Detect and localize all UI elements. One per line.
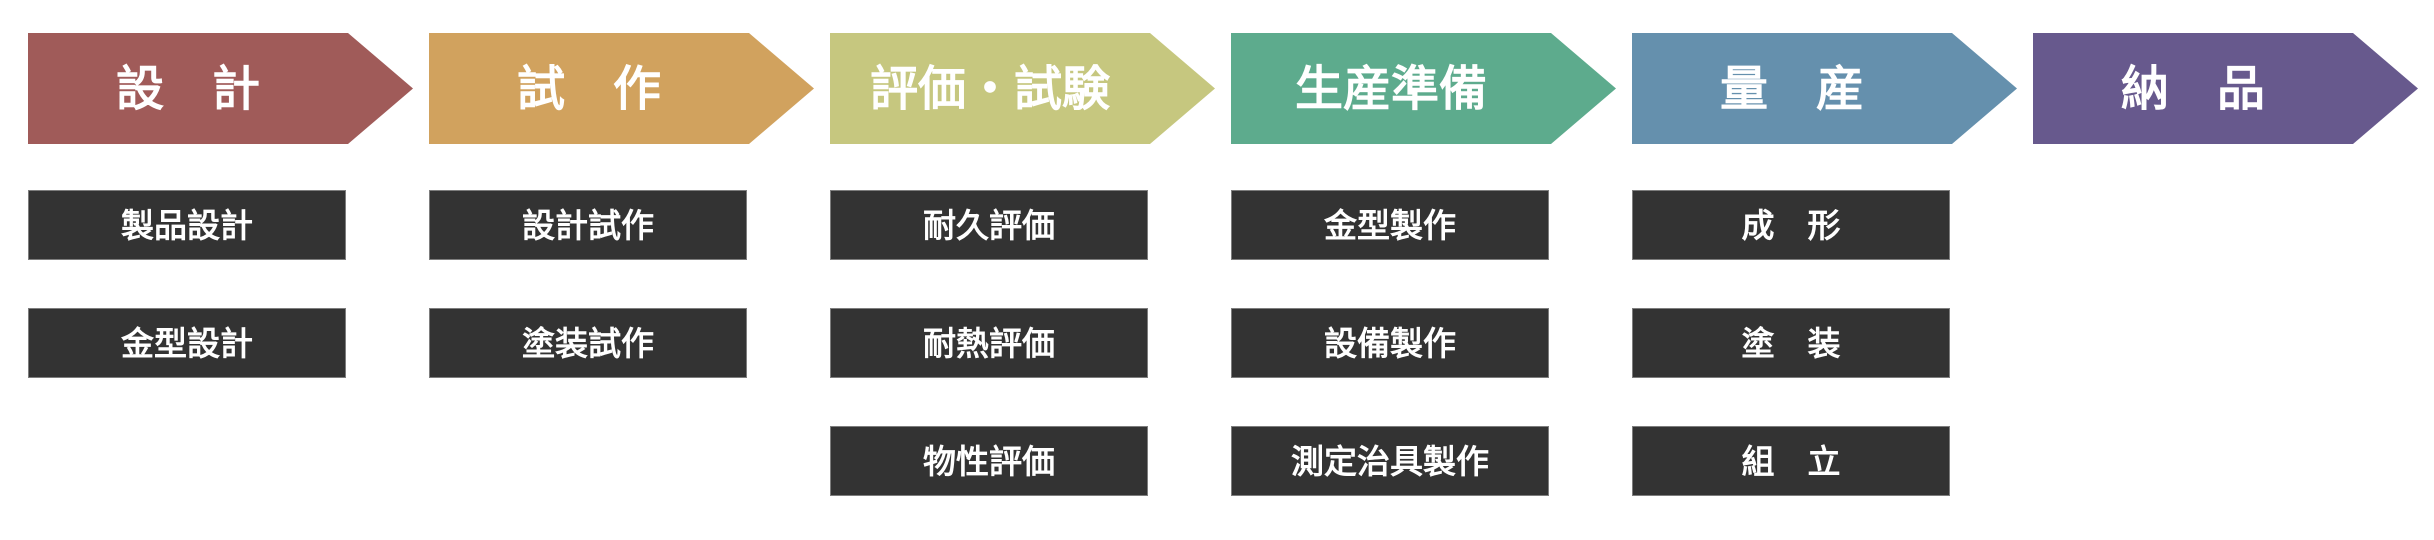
stage-column: 量 産成 形塗 装組 立 xyxy=(1632,0,2022,540)
stage-label: 評価・試験 xyxy=(869,60,1110,117)
stage-column: 生産準備金型製作設備製作測定治具製作 xyxy=(1231,0,1621,540)
task-box: 金型設計 xyxy=(28,308,346,378)
stage-arrow: 試 作 xyxy=(429,33,814,144)
task-box: 組 立 xyxy=(1632,426,1950,496)
task-box: 耐熱評価 xyxy=(830,308,1148,378)
stage-label: 納 品 xyxy=(2120,60,2265,117)
stage-column: 設 計製品設計金型設計 xyxy=(28,0,418,540)
task-box: 測定治具製作 xyxy=(1231,426,1549,496)
stage-arrow: 評価・試験 xyxy=(830,33,1215,144)
stage-arrow: 納 品 xyxy=(2033,33,2418,144)
stage-column: 試 作設計試作塗装試作 xyxy=(429,0,819,540)
task-box: 金型製作 xyxy=(1231,190,1549,260)
stage-column: 評価・試験耐久評価耐熱評価物性評価 xyxy=(830,0,1220,540)
task-box: 物性評価 xyxy=(830,426,1148,496)
task-box: 塗 装 xyxy=(1632,308,1950,378)
task-box: 成 形 xyxy=(1632,190,1950,260)
task-box: 耐久評価 xyxy=(830,190,1148,260)
stage-arrow: 量 産 xyxy=(1632,33,2017,144)
task-box: 設計試作 xyxy=(429,190,747,260)
stage-arrow: 設 計 xyxy=(28,33,413,144)
task-box: 設備製作 xyxy=(1231,308,1549,378)
task-box: 製品設計 xyxy=(28,190,346,260)
stage-arrow: 生産準備 xyxy=(1231,33,1616,144)
stage-label: 量 産 xyxy=(1719,60,1864,117)
task-box: 塗装試作 xyxy=(429,308,747,378)
stage-label: 生産準備 xyxy=(1294,60,1487,117)
stage-column: 納 品 xyxy=(2033,0,2423,540)
stage-label: 設 計 xyxy=(115,60,260,117)
stage-label: 試 作 xyxy=(516,60,661,117)
